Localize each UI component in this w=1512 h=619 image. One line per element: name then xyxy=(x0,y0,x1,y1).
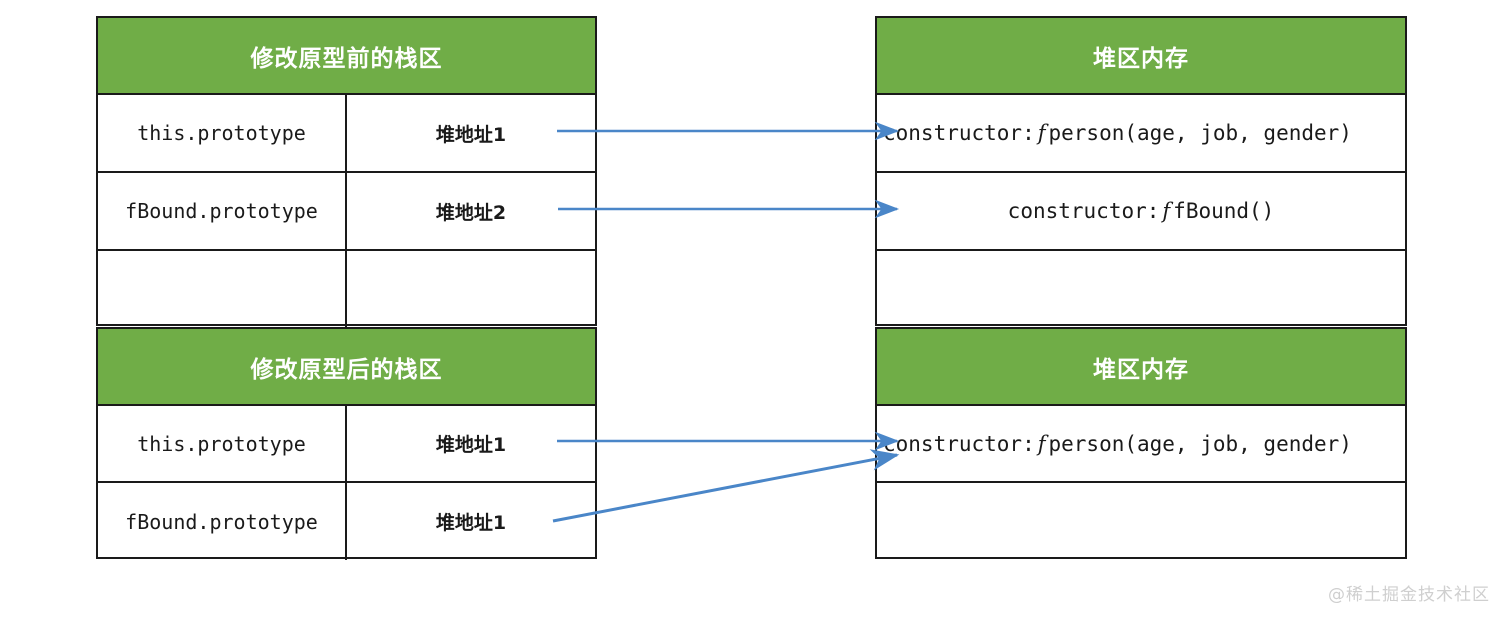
stack-after-row1-address: 堆地址1 xyxy=(435,434,507,456)
heap-before-row1: constructor: f person(age, job, gender) xyxy=(877,95,1405,171)
stack-before-row1-address: 堆地址1 xyxy=(435,123,507,146)
table-row xyxy=(877,483,1405,560)
heap-after-row2 xyxy=(877,483,1405,560)
function-glyph-icon: f xyxy=(1037,431,1046,456)
table-row: fBound.prototype 堆地址2 xyxy=(98,173,595,251)
stack-before-table: 修改原型前的栈区 this.prototype 堆地址1 fBound.prot… xyxy=(96,16,597,329)
heap-after-table: 堆区内存 constructor: f person(age, job, gen… xyxy=(875,327,1407,559)
table-row: constructor: f person(age, job, gender) xyxy=(877,406,1405,483)
stack-before-row3-name xyxy=(98,251,347,329)
stack-before-row1-name: this.prototype xyxy=(98,95,347,171)
stack-after-row2-name: fBound.prototype xyxy=(98,483,347,560)
table-row: this.prototype 堆地址1 xyxy=(98,95,595,173)
table-row xyxy=(98,251,595,329)
function-glyph-icon: f xyxy=(1037,121,1046,145)
heap-before-table: 堆区内存 constructor: f person(age, job, gen… xyxy=(875,16,1407,326)
stack-after-table: 修改原型后的栈区 this.prototype 堆地址1 fBound.prot… xyxy=(96,327,597,560)
stack-before-title: 修改原型前的栈区 xyxy=(98,18,595,95)
heap-after-row1-prefix: constructor: xyxy=(883,431,1035,456)
heap-after-row1: constructor: f person(age, job, gender) xyxy=(877,406,1405,481)
table-row: constructor: f fBound() xyxy=(877,173,1405,251)
heap-after-row1-signature: person(age, job, gender) xyxy=(1048,431,1352,456)
table-row: fBound.prototype 堆地址1 xyxy=(98,483,595,560)
heap-before-row2: constructor: f fBound() xyxy=(877,173,1405,249)
stack-after-row2-address: 堆地址1 xyxy=(435,512,507,534)
heap-before-row2-signature: fBound() xyxy=(1173,199,1275,223)
arrow-fbound-to-person-after xyxy=(552,449,900,523)
table-row: this.prototype 堆地址1 xyxy=(98,406,595,483)
watermark: @稀土掘金技术社区 xyxy=(1328,585,1490,605)
function-glyph-icon: f xyxy=(1162,199,1171,223)
heap-before-row1-signature: person(age, job, gender) xyxy=(1048,121,1352,145)
heap-before-row1-prefix: constructor: xyxy=(883,121,1035,145)
heap-before-row2-prefix: constructor: xyxy=(1007,199,1160,223)
stack-before-row2-name: fBound.prototype xyxy=(98,173,347,249)
stack-after-row1-name: this.prototype xyxy=(98,406,347,481)
table-row xyxy=(877,251,1405,329)
heap-after-title: 堆区内存 xyxy=(877,329,1405,406)
stack-before-row2-address: 堆地址2 xyxy=(435,201,507,224)
heap-before-row3 xyxy=(877,251,1405,329)
heap-before-title: 堆区内存 xyxy=(877,18,1405,95)
table-row: constructor: f person(age, job, gender) xyxy=(877,95,1405,173)
stack-before-row3-address xyxy=(347,251,595,329)
stack-after-title: 修改原型后的栈区 xyxy=(98,329,595,406)
